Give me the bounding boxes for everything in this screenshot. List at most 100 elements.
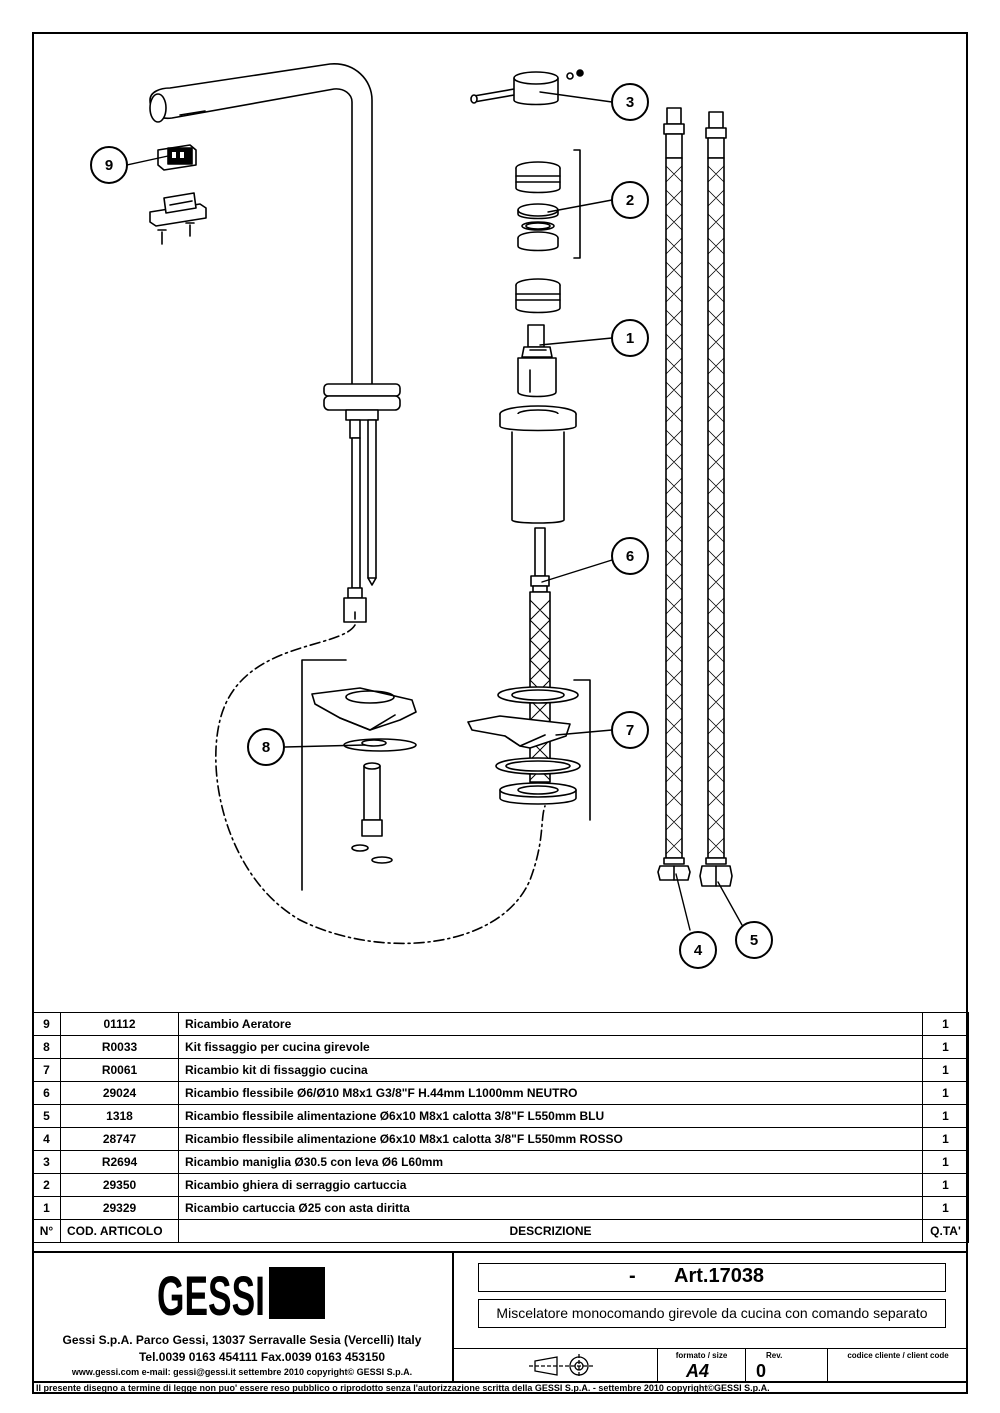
- callout-label-4: 4: [694, 942, 703, 959]
- callout-5: [735, 921, 773, 959]
- article-number: Art.17038: [674, 1265, 765, 1287]
- row-number: 9: [32, 1012, 61, 1036]
- quantity: 1: [922, 1196, 969, 1220]
- callout-3: [611, 83, 649, 121]
- legal-notice: Il presente disegno a termine di legge n…: [36, 1383, 770, 1393]
- row-number: 1: [32, 1196, 61, 1220]
- connector-line: [215, 624, 546, 945]
- leader-lines: [126, 91, 743, 931]
- callout-label-8: 8: [262, 739, 270, 756]
- row-number: 7: [32, 1058, 61, 1082]
- article-code: 1318: [60, 1104, 179, 1128]
- revision-cell: Rev. 0: [745, 1349, 827, 1382]
- callout-6: [611, 537, 649, 575]
- company-phone: Tel.0039 0163 454111 Fax.0039 0163 45315…: [138, 1350, 385, 1364]
- callout-4: [679, 931, 717, 969]
- callout-label-5: 5: [750, 932, 758, 949]
- product-description: Miscelatore monocomando girevole da cuci…: [478, 1299, 946, 1328]
- callout-label-7: 7: [626, 722, 634, 739]
- title-block-fields: formato / size A4 Rev. 0 codice cliente …: [452, 1348, 968, 1382]
- quantity: 1: [922, 1012, 969, 1036]
- article-code: R0033: [60, 1035, 179, 1059]
- row-number: 8: [32, 1035, 61, 1059]
- callout-bubbles: [90, 83, 773, 969]
- article-code: 28747: [60, 1127, 179, 1151]
- footer-rule: [32, 1381, 968, 1383]
- company-web: www.gessi.com e-mail: gessi@gessi.it set…: [71, 1367, 413, 1377]
- callout-label-1: 1: [626, 330, 634, 347]
- clamping-ring-group: [515, 149, 581, 259]
- header-code: COD. ARTICOLO: [60, 1219, 179, 1243]
- revision-value: 0: [756, 1361, 767, 1381]
- body-sleeve: [499, 405, 577, 524]
- format-label: formato / size: [675, 1351, 728, 1360]
- description: Ricambio ghiera di serraggio cartuccia: [178, 1173, 923, 1197]
- quantity: 1: [922, 1058, 969, 1082]
- callout-label-2: 2: [626, 192, 634, 209]
- description: Ricambio flessibile alimentazione Ø6x10 …: [178, 1127, 923, 1151]
- article-number-box: - Art.17038: [478, 1263, 946, 1292]
- description: Ricambio flessibile alimentazione Ø6x10 …: [178, 1104, 923, 1128]
- quantity: 1: [922, 1104, 969, 1128]
- row-number: 3: [32, 1150, 61, 1174]
- company-address: Gessi S.p.A. Parco Gessi, 13037 Serraval…: [62, 1333, 422, 1347]
- gessi-logo: GESSI: [157, 1264, 325, 1323]
- row-number: 4: [32, 1127, 61, 1151]
- kitchen-swivel-kit: [301, 659, 417, 891]
- handle: [470, 69, 584, 106]
- revision-label: Rev.: [766, 1351, 783, 1360]
- header-description: DESCRIZIONE: [178, 1219, 923, 1243]
- format-cell: formato / size A4: [657, 1349, 745, 1382]
- supply-hose-red: [657, 107, 691, 881]
- callout-label-3: 3: [626, 94, 634, 111]
- callout-8: [247, 728, 285, 766]
- quantity: 1: [922, 1127, 969, 1151]
- exploded-view-drawing: 1 2 3 4 5 6 7 8 9: [90, 63, 773, 969]
- cartridge: [515, 278, 561, 398]
- callout-7: [611, 711, 649, 749]
- header-quantity: Q.TA': [922, 1219, 969, 1243]
- fixing-kit: [467, 679, 591, 821]
- logo-wordmark: GESSI: [157, 1264, 265, 1323]
- quantity: 1: [922, 1150, 969, 1174]
- drawing-sheet: [32, 32, 968, 1394]
- title-block-divider: [452, 1253, 454, 1381]
- description: Ricambio cartuccia Ø25 con asta diritta: [178, 1196, 923, 1220]
- format-value: A4: [686, 1361, 710, 1381]
- row-number: 5: [32, 1104, 61, 1128]
- article-code: 29024: [60, 1081, 179, 1105]
- article-code: 29329: [60, 1196, 179, 1220]
- title-block: GESSI Gessi S.p.A. Parco Gessi, 13037 Se…: [32, 1251, 968, 1396]
- client-code-label: codice cliente / client code: [847, 1351, 949, 1360]
- row-number: 6: [32, 1081, 61, 1105]
- description: Ricambio Aeratore: [178, 1012, 923, 1036]
- description: Kit fissaggio per cucina girevole: [178, 1035, 923, 1059]
- article-code: 01112: [60, 1012, 179, 1036]
- projection-symbol-icon: [529, 1354, 593, 1378]
- callout-2: [611, 181, 649, 219]
- article-code: 29350: [60, 1173, 179, 1197]
- description: Ricambio kit di fissaggio cucina: [178, 1058, 923, 1082]
- article-code: R2694: [60, 1150, 179, 1174]
- quantity: 1: [922, 1081, 969, 1105]
- description: Ricambio flessibile Ø6/Ø10 M8x1 G3/8"F H…: [178, 1081, 923, 1105]
- callout-9: [90, 146, 128, 184]
- callout-label-6: 6: [626, 548, 634, 565]
- quantity: 1: [922, 1035, 969, 1059]
- description: Ricambio maniglia Ø30.5 con leva Ø6 L60m…: [178, 1150, 923, 1174]
- article-dash: -: [629, 1265, 636, 1287]
- callout-label-9: 9: [105, 157, 113, 174]
- spout: [149, 63, 401, 623]
- client-code-cell: codice cliente / client code: [827, 1349, 968, 1382]
- article-code: R0061: [60, 1058, 179, 1082]
